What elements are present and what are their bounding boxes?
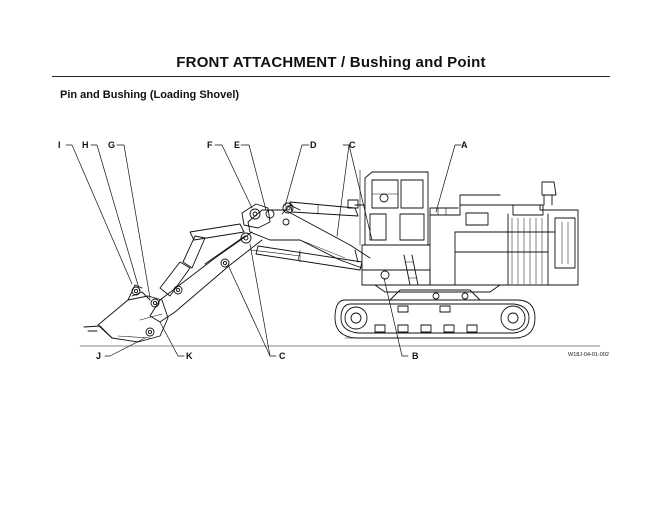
label-I: I (58, 140, 61, 150)
upper-link (241, 203, 290, 229)
label-B: B (412, 351, 419, 361)
upper-structure (361, 181, 579, 300)
crawler-track (334, 289, 536, 339)
label-A: A (461, 140, 468, 150)
arm (149, 231, 301, 323)
boom (247, 204, 371, 269)
label-G: G (108, 140, 115, 150)
title-divider (52, 76, 610, 77)
label-C-top: C (349, 140, 356, 150)
bucket (83, 284, 169, 343)
leader-lines (65, 144, 462, 357)
label-F: F (207, 140, 213, 150)
boom-cylinder (282, 201, 359, 217)
operator-cab (347, 169, 429, 246)
figure-code: W18J-04-01-002 (568, 352, 609, 358)
label-K: K (186, 351, 193, 361)
section-subtitle: Pin and Bushing (Loading Shovel) (60, 89, 240, 101)
label-C-bottom: C (279, 351, 286, 361)
bucket-cylinder (159, 223, 245, 297)
arm-cylinder (255, 245, 363, 271)
label-E: E (234, 140, 240, 150)
page-title: FRONT ATTACHMENT / Bushing and Point (176, 54, 486, 71)
label-J: J (96, 351, 101, 361)
label-H: H (82, 140, 89, 150)
label-D: D (310, 140, 317, 150)
